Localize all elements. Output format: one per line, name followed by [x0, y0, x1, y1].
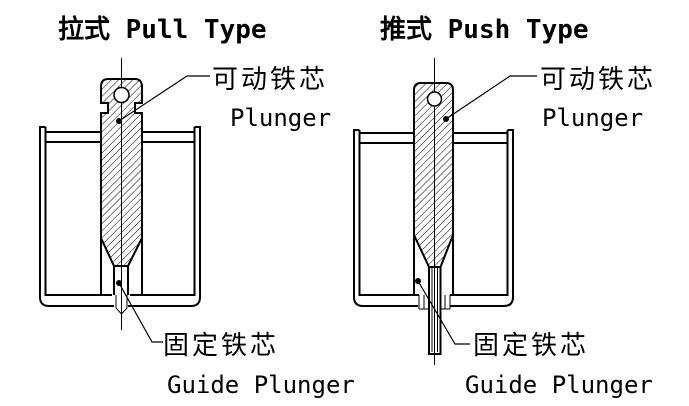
- pull-plunger-shape: [100, 78, 143, 267]
- pull-frame-inner-left: [44, 127, 112, 296]
- push-rod-inner: [431, 267, 438, 352]
- push-frame-outer-left: [353, 129, 418, 307]
- pull-type-title: 拉式 Pull Type: [58, 14, 267, 45]
- push-rod-outer: [428, 267, 442, 355]
- push-fixed-leader-line: [417, 280, 470, 345]
- push-fixed-core-collar: [418, 295, 451, 310]
- push-type-title: 推式 Push Type: [380, 15, 589, 45]
- pull-plunger-hole: [113, 86, 130, 104]
- push-fixed-core-label-en: Guide Plunger: [465, 371, 653, 399]
- pull-fixed-core-walls: [113, 266, 129, 295]
- pull-frame: [39, 126, 201, 307]
- push-frame-inner-right: [450, 130, 509, 296]
- pull-type-diagram: 拉式 Pull Type 可动铁芯 Plunger 固定铁芯 Guide Plu…: [39, 14, 355, 399]
- push-type-diagram: 推式 Push Type 可动铁芯 Plunger 固定铁芯 Guide Plu…: [353, 15, 656, 399]
- pull-fixed-core-label-en: Guide Plunger: [167, 371, 355, 399]
- pull-movable-core-label-en: Plunger: [230, 104, 331, 132]
- push-frame-top-flange: [359, 132, 508, 144]
- push-frame: [353, 129, 514, 307]
- pull-frame-top-flange: [45, 131, 195, 143]
- pull-movable-leader-line: [118, 75, 210, 122]
- push-rod: [428, 267, 442, 355]
- pull-movable-core-label-zh: 可动铁芯: [212, 64, 328, 94]
- push-movable-leader-line: [445, 75, 537, 120]
- pull-guide-tube-walls: [100, 238, 143, 295]
- push-frame-inner-left: [358, 130, 419, 296]
- pull-fixed-leader-line: [118, 282, 163, 343]
- push-fixed-core-label-zh: 固定铁芯: [473, 330, 589, 360]
- pull-frame-inner-right: [130, 127, 196, 296]
- push-frame-outer-right: [450, 129, 514, 307]
- pull-fixed-core-label-zh: 固定铁芯: [163, 330, 279, 360]
- push-movable-core-label-en: Plunger: [542, 104, 643, 132]
- pull-frame-outer-right: [128, 126, 201, 307]
- pull-frame-outer-left: [39, 126, 114, 307]
- pull-fixed-core: [113, 266, 129, 315]
- push-guide-tube-walls: [413, 235, 454, 295]
- push-plunger-hole: [426, 91, 443, 107]
- push-movable-core-label-zh: 可动铁芯: [540, 64, 656, 94]
- push-plunger-shape: [413, 82, 454, 268]
